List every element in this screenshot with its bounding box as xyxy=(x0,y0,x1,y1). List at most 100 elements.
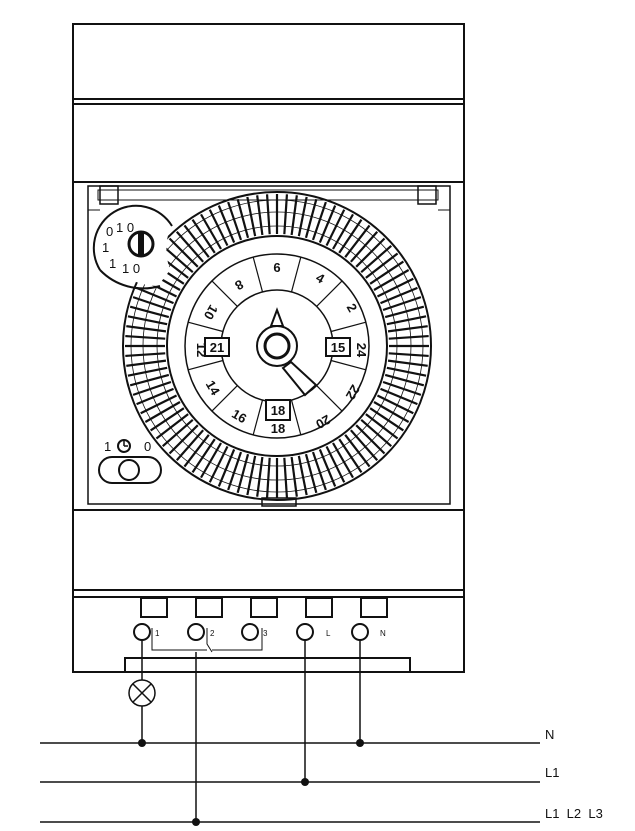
dial-tooth[interactable] xyxy=(217,205,236,243)
terminal-screw-3[interactable] xyxy=(250,597,278,618)
dial-tooth[interactable] xyxy=(388,352,429,358)
dial-tooth[interactable] xyxy=(161,244,194,273)
dial-tooth[interactable] xyxy=(332,213,354,250)
terminal-L[interactable] xyxy=(296,623,314,641)
dial-tooth[interactable] xyxy=(200,213,222,250)
dial-tooth[interactable] xyxy=(227,201,243,241)
dial-tooth[interactable] xyxy=(355,237,386,268)
dial-tooth[interactable] xyxy=(384,305,425,319)
dial-tooth[interactable] xyxy=(265,457,271,498)
dial-tooth[interactable] xyxy=(256,456,264,497)
terminal-screw-N[interactable] xyxy=(360,597,388,618)
dial-tooth[interactable] xyxy=(386,315,427,326)
dial-tooth[interactable] xyxy=(208,445,229,483)
dial-tooth[interactable] xyxy=(369,407,404,432)
dial-tooth[interactable] xyxy=(297,455,308,496)
terminal-N[interactable] xyxy=(351,623,369,641)
dial-tooth[interactable] xyxy=(208,209,229,247)
dial-tooth[interactable] xyxy=(325,445,346,483)
terminal-3[interactable] xyxy=(241,623,259,641)
dial-tooth[interactable] xyxy=(217,449,236,487)
dial-tooth[interactable] xyxy=(136,286,174,305)
dial-tooth[interactable] xyxy=(168,237,199,268)
dial-tooth[interactable] xyxy=(387,325,428,333)
dial-tooth[interactable] xyxy=(360,244,393,273)
dial-tooth[interactable] xyxy=(161,419,194,448)
dial-tooth[interactable] xyxy=(144,401,181,423)
dial-tooth[interactable] xyxy=(168,424,199,455)
terminal-1[interactable] xyxy=(133,623,151,641)
dial-tooth[interactable] xyxy=(311,201,327,241)
dial-tooth[interactable] xyxy=(126,359,167,367)
dial-tooth[interactable] xyxy=(200,442,222,479)
dial-tooth[interactable] xyxy=(318,205,337,243)
dial-tooth[interactable] xyxy=(125,334,166,340)
dial-tooth[interactable] xyxy=(127,366,168,377)
dial-tooth[interactable] xyxy=(191,219,216,254)
dial-segment-teeth[interactable] xyxy=(125,194,429,498)
dial-tooth[interactable] xyxy=(246,196,257,237)
dial-tooth[interactable] xyxy=(376,394,414,415)
dial-tooth[interactable] xyxy=(175,429,204,462)
dial-tooth[interactable] xyxy=(132,296,172,312)
dial-tooth[interactable] xyxy=(140,394,178,415)
dial-tooth[interactable] xyxy=(283,194,289,235)
dial-tooth[interactable] xyxy=(236,453,250,494)
dial-tooth[interactable] xyxy=(227,451,243,491)
terminal-screw-2[interactable] xyxy=(195,597,223,618)
dial-tooth[interactable] xyxy=(304,453,318,494)
dial-tooth[interactable] xyxy=(332,442,354,479)
dial-tooth[interactable] xyxy=(246,455,257,496)
dial-tooth[interactable] xyxy=(129,373,170,387)
dial-tooth[interactable] xyxy=(283,457,289,498)
dial-tooth[interactable] xyxy=(175,230,204,263)
dial-tooth[interactable] xyxy=(127,315,168,326)
dial-tooth[interactable] xyxy=(125,352,166,358)
dial-tooth[interactable] xyxy=(256,195,264,236)
dial-tooth[interactable] xyxy=(304,198,318,239)
dial-tooth[interactable] xyxy=(380,286,418,305)
dial-tooth[interactable] xyxy=(382,296,422,312)
dial-tooth[interactable] xyxy=(150,407,185,432)
dial-tooth[interactable] xyxy=(126,325,167,333)
dial-tooth[interactable] xyxy=(191,438,216,473)
dial-tooth[interactable] xyxy=(290,456,298,497)
dial-tooth[interactable] xyxy=(155,413,189,440)
manual-switch[interactable]: 1 0 xyxy=(98,439,162,484)
dial-tooth[interactable] xyxy=(325,209,346,247)
terminal-screw-1[interactable] xyxy=(140,597,168,618)
dial-tooth[interactable] xyxy=(369,260,404,285)
dial-tooth[interactable] xyxy=(373,269,410,291)
dial-tooth[interactable] xyxy=(183,434,210,468)
dial-tooth[interactable] xyxy=(183,224,210,258)
dial-tooth[interactable] xyxy=(360,419,393,448)
dial-tooth[interactable] xyxy=(384,373,425,387)
terminal-2[interactable] xyxy=(187,623,205,641)
dial-tooth[interactable] xyxy=(129,305,170,319)
dial-tooth[interactable] xyxy=(344,224,371,258)
dial-tooth[interactable] xyxy=(388,334,429,340)
dial-tooth[interactable] xyxy=(297,196,308,237)
dial-tooth[interactable] xyxy=(365,413,399,440)
dial-tooth[interactable] xyxy=(365,252,399,279)
dial-tooth[interactable] xyxy=(376,277,414,298)
dial-tooth[interactable] xyxy=(387,359,428,367)
dial-tooth[interactable] xyxy=(350,429,379,462)
dial-tooth[interactable] xyxy=(132,380,172,396)
dial-tooth[interactable] xyxy=(136,387,174,406)
dial-tooth[interactable] xyxy=(350,230,379,263)
override-switch[interactable]: 1 0 0 1 1 1 0 xyxy=(92,204,173,290)
dial-tooth[interactable] xyxy=(338,438,363,473)
dial-tooth[interactable] xyxy=(338,219,363,254)
dial-tooth[interactable] xyxy=(265,194,271,235)
dial-tooth[interactable] xyxy=(236,198,250,239)
dial-tooth[interactable] xyxy=(380,387,418,406)
terminal-screw-L[interactable] xyxy=(305,597,333,618)
dial-tooth[interactable] xyxy=(382,380,422,396)
dial-tooth[interactable] xyxy=(355,424,386,455)
dial-tooth[interactable] xyxy=(373,401,410,423)
dial-tooth[interactable] xyxy=(386,366,427,377)
dial-tooth[interactable] xyxy=(344,434,371,468)
dial-tooth[interactable] xyxy=(318,449,337,487)
dial-tooth[interactable] xyxy=(311,451,327,491)
